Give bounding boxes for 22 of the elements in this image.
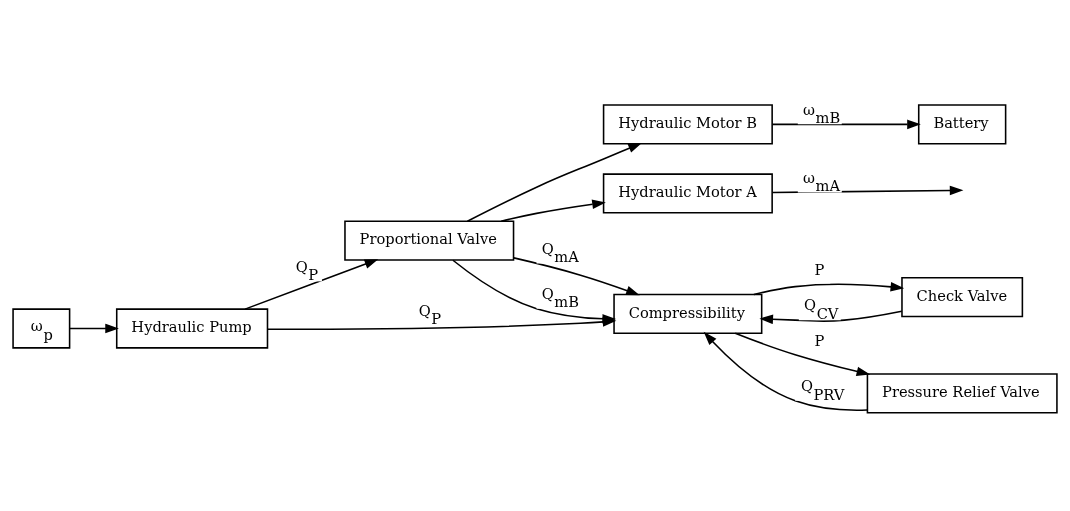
arrow bbox=[753, 282, 905, 296]
node-box: Battery bbox=[917, 104, 1007, 145]
edge-label: P bbox=[814, 332, 825, 350]
arrow bbox=[771, 185, 964, 196]
node-box: Check Valve bbox=[901, 276, 1024, 318]
arrow bbox=[466, 142, 642, 222]
arrow bbox=[759, 310, 903, 325]
arrow bbox=[452, 259, 617, 324]
node-box: Hydraulic Pump bbox=[115, 308, 269, 349]
node-box: Hydraulic Motor B bbox=[602, 104, 773, 145]
arrow bbox=[703, 331, 868, 411]
arrow bbox=[513, 257, 640, 296]
arrow bbox=[500, 199, 606, 222]
node-box: Proportional Valve bbox=[344, 220, 515, 261]
arrow bbox=[771, 119, 921, 130]
arrow bbox=[734, 332, 871, 377]
arrow bbox=[68, 323, 119, 334]
node-box: Compressibility bbox=[613, 293, 763, 335]
arrow bbox=[244, 259, 379, 310]
node-box: Hydraulic Motor A bbox=[602, 173, 773, 214]
edge-label: P bbox=[814, 260, 825, 278]
node-box: Pressure Relief Valve bbox=[866, 373, 1058, 414]
